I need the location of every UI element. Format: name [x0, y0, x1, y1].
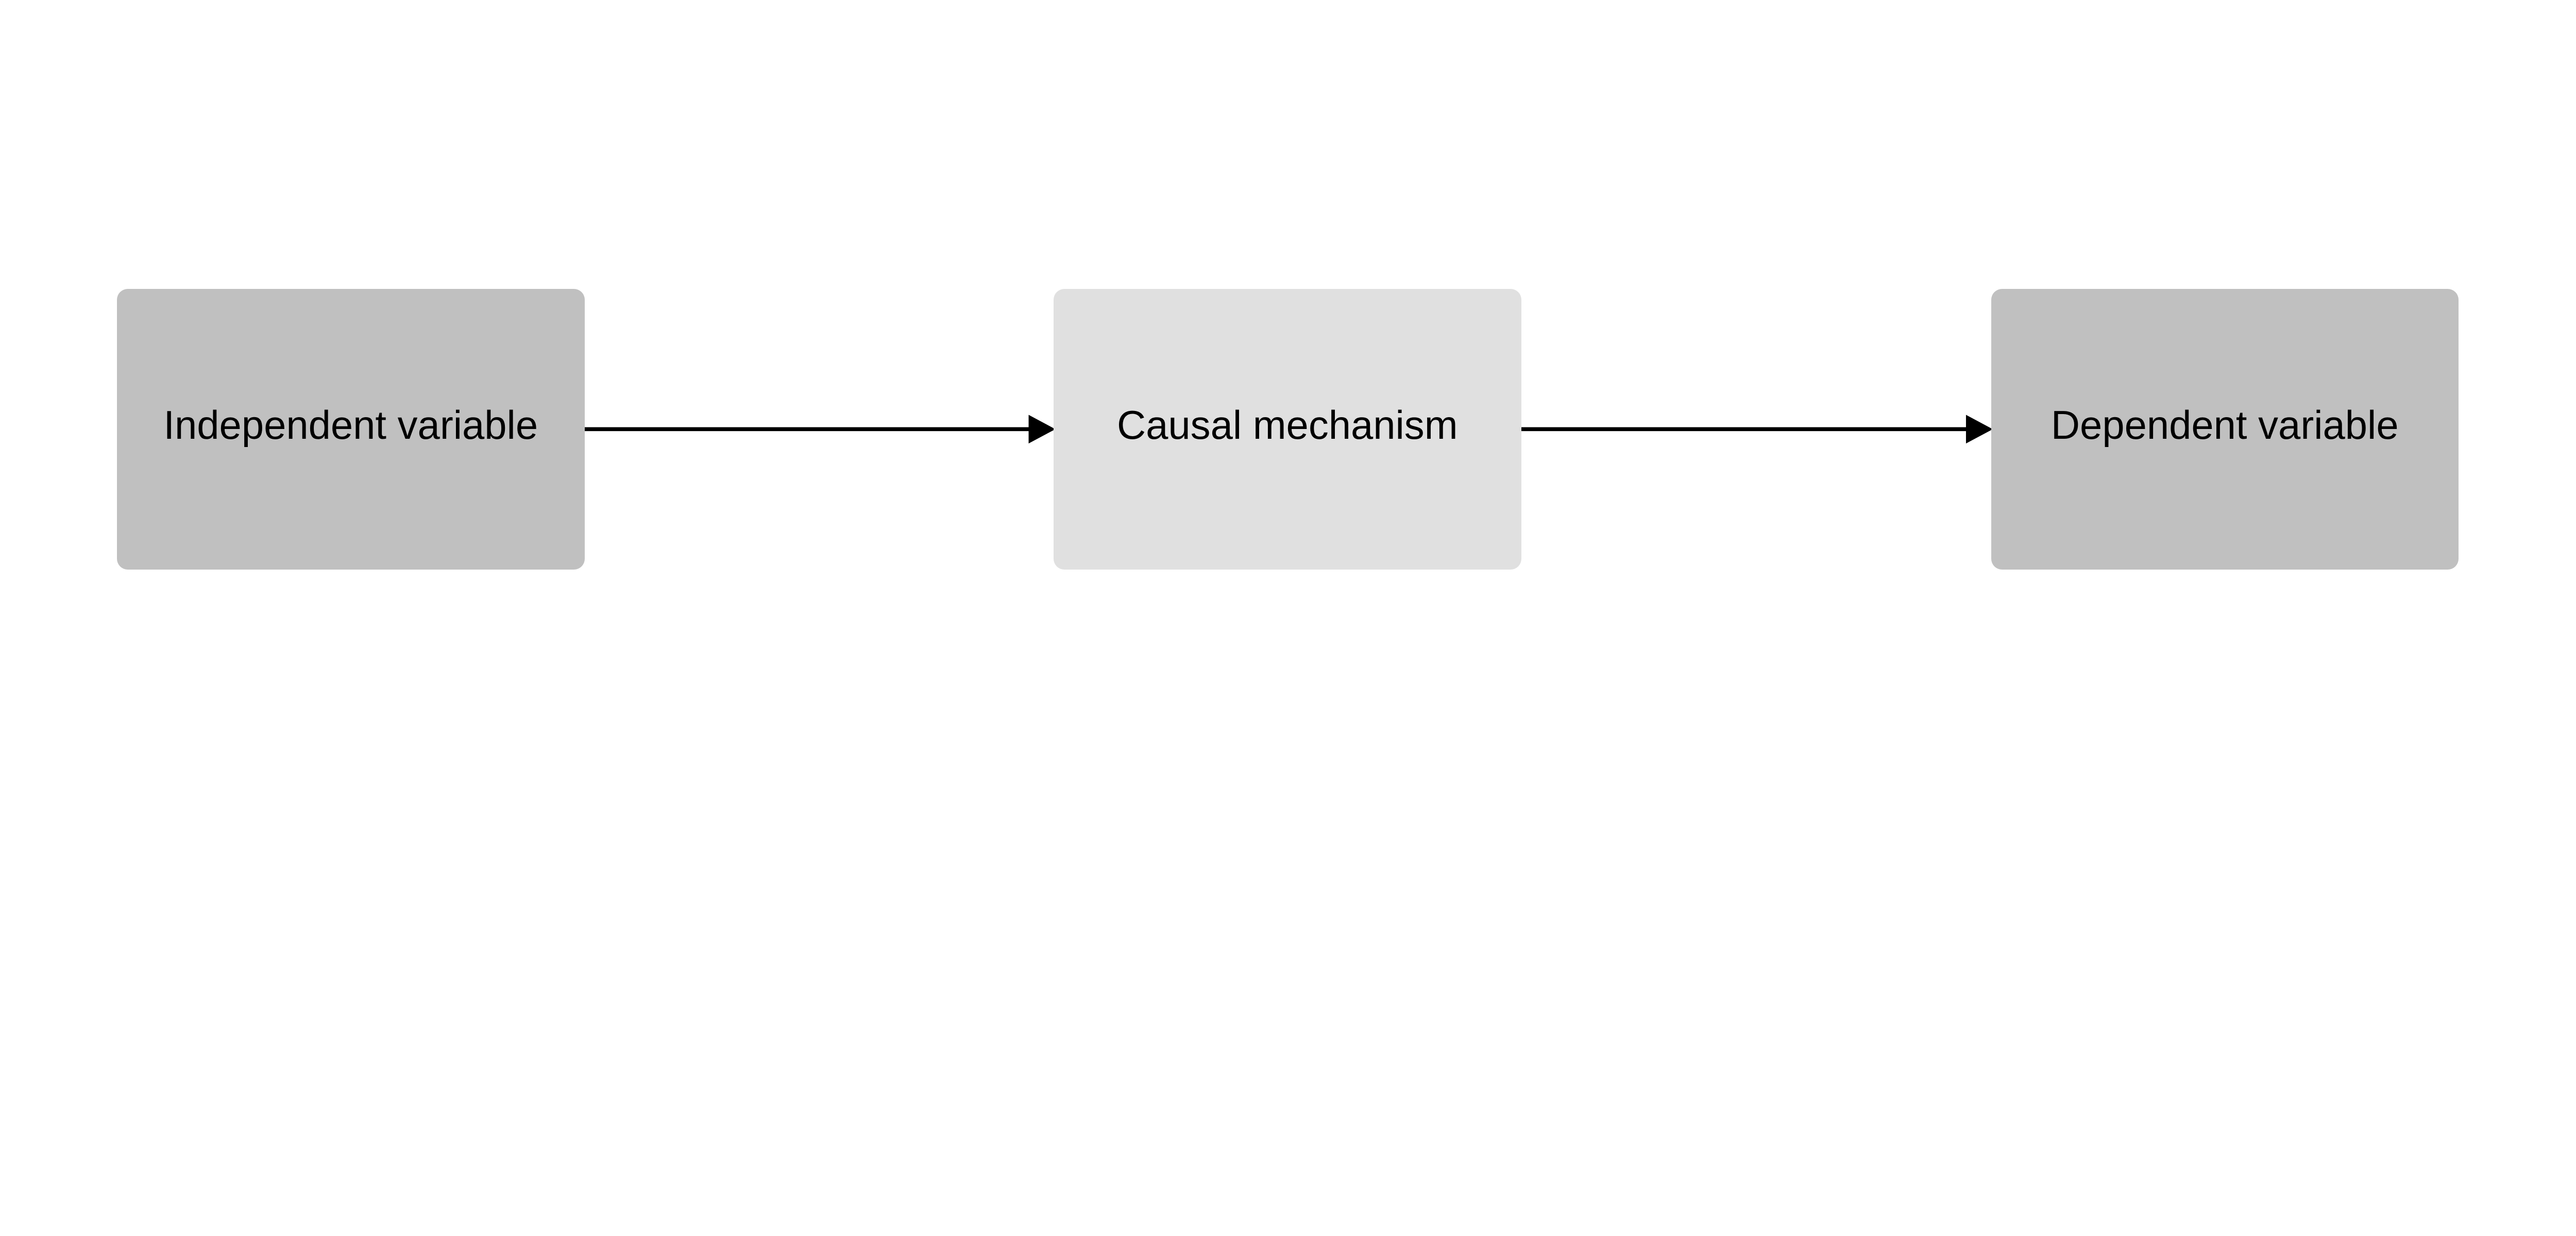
node-label: Independent variable	[163, 403, 538, 448]
node-causal-mechanism: Causal mechanism	[1054, 289, 1521, 570]
arrowhead-icon	[1028, 415, 1056, 444]
node-dependent-variable: Dependent variable	[1991, 289, 2459, 570]
diagram-canvas: Independent variable Causal mechanism De…	[117, 289, 2459, 570]
node-label: Causal mechanism	[1116, 403, 1458, 448]
arrowhead-icon	[1965, 415, 1993, 444]
node-label: Dependent variable	[2050, 403, 2399, 448]
edges-layer	[584, 415, 1993, 444]
edge-independent-to-mechanism	[584, 415, 1056, 444]
edge-mechanism-to-dependent	[1521, 415, 1993, 444]
node-independent-variable: Independent variable	[117, 289, 585, 570]
